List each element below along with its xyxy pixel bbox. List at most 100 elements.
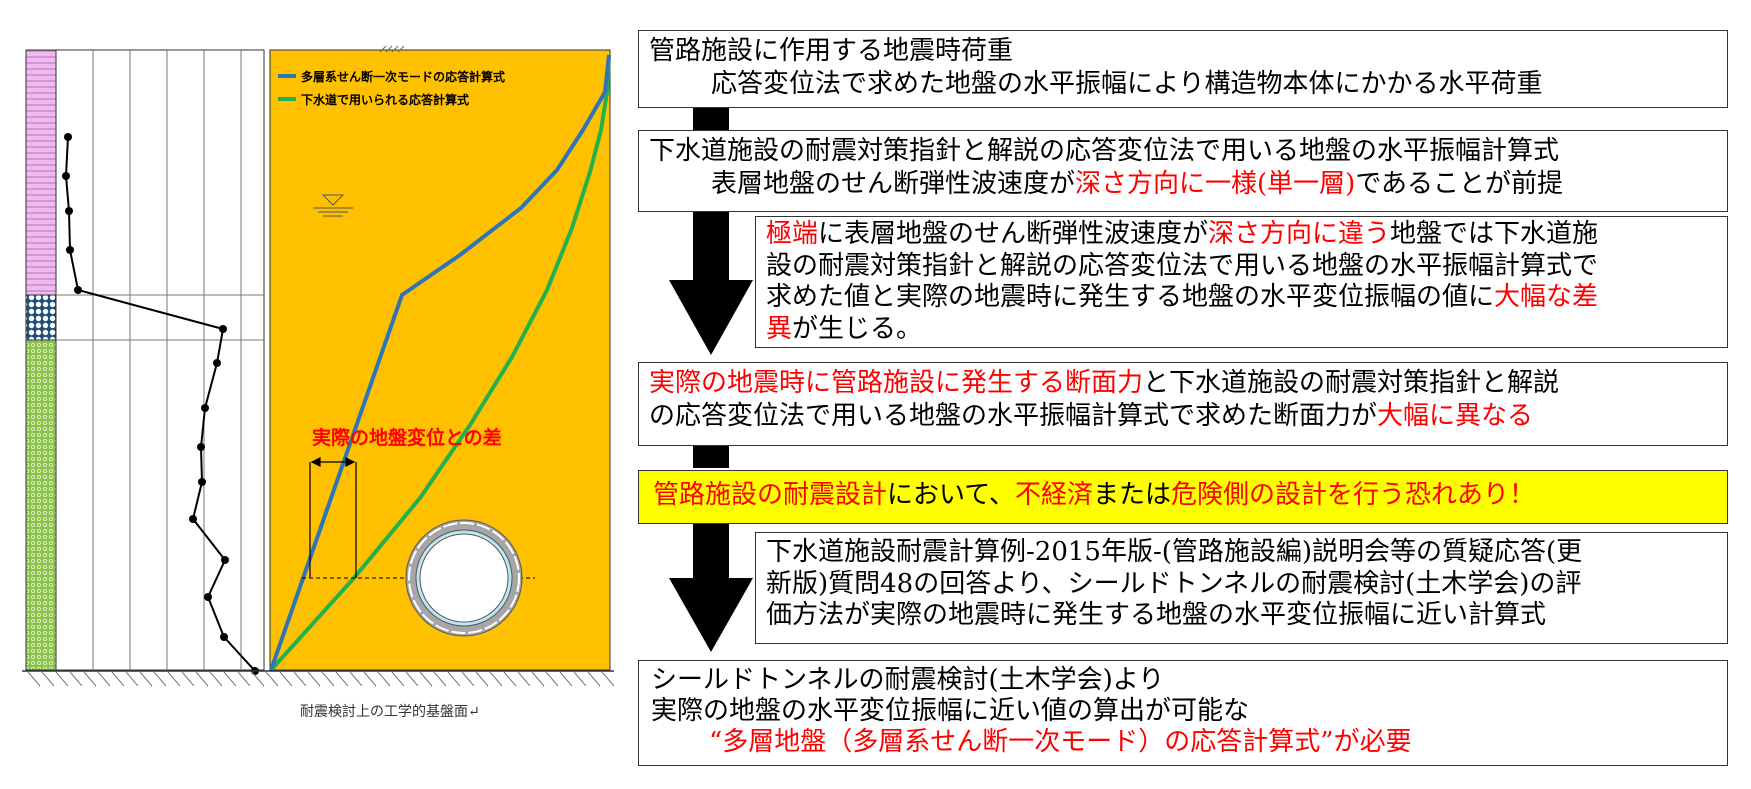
- blue-response-curve: [269, 54, 611, 671]
- base-hatch-stroke: [181, 671, 195, 687]
- base-hatch-stroke: [531, 671, 545, 687]
- box4-line1: 実際の地震時に管路施設に発生する断面力と下水道施設の耐震対策指針と解説: [649, 367, 1717, 400]
- base-hatch-stroke: [251, 671, 265, 687]
- base-label: 耐震検討上の工学的基盤面↵: [300, 703, 480, 720]
- base-hatch-stroke: [349, 671, 363, 687]
- box1-line1: 管路施設に作用する地震時荷重: [649, 36, 1014, 66]
- base-hatch-stroke: [195, 671, 209, 687]
- base-hatch-stroke: [223, 671, 237, 687]
- base-hatch-stroke: [391, 671, 405, 687]
- down-arrow-2: [669, 524, 753, 652]
- box2-text-a: 表層地盤のせん断弾性波速度が: [711, 168, 1076, 199]
- base-hatch-stroke: [419, 671, 433, 687]
- base-hatch-stroke: [517, 671, 531, 687]
- legend-blue-label: 多層系せん断一次モードの応答計算式: [301, 69, 505, 84]
- velocity-profile-points: [62, 133, 259, 675]
- base-hatch-stroke: [55, 671, 69, 687]
- box3-text-1d: 地盤では下水道施: [1390, 219, 1599, 249]
- box3-text-3a: 求めた値と実際の地震時に発生する地盤の水平変位振幅の値に: [766, 282, 1495, 313]
- box2-line2: 表層地盤のせん断弾性波速度が深さ方向に一様(単一層)であることが前提: [649, 168, 1717, 201]
- base-hatch-stroke: [83, 671, 97, 687]
- box-risk-warning: 管路施設の耐震設計において、不経済または危険側の設計を行う恐れあり！: [638, 470, 1728, 524]
- legend-green-label: 下水道で用いられる応答計算式: [301, 92, 469, 107]
- box3-line3: 求めた値と実際の地震時に発生する地盤の水平変位振幅の値に大幅な差: [766, 282, 1717, 314]
- soil-layer-lower: [25, 339, 57, 671]
- base-hatch-stroke: [279, 671, 293, 687]
- base-hatch-stroke: [601, 671, 615, 687]
- base-hatch-stroke: [377, 671, 391, 687]
- box3-text-3b: 大幅な差: [1494, 282, 1599, 313]
- base-hatch-stroke: [433, 671, 447, 687]
- base-hatch-stroke: [41, 671, 55, 687]
- box3-text-1c: 深さ方向に違う: [1208, 219, 1391, 249]
- box5-text-d: または: [1092, 480, 1171, 510]
- box6-line3: 価方法が実際の地震時に発生する地盤の水平変位振幅に近い計算式: [766, 600, 1547, 631]
- base-hatch: [27, 671, 615, 687]
- diff-label: 実際の地盤変位との差: [312, 426, 502, 449]
- box5-text-b: において、: [887, 480, 1015, 510]
- base-hatch-stroke: [545, 671, 559, 687]
- box-discrepancy: 極端に表層地盤のせん断弾性波速度が深さ方向に違う地盤では下水道施 設の耐震対策指…: [755, 216, 1728, 348]
- box3-line2: 設の耐震対策指針と解説の応答変位法で用いる地盤の水平振幅計算式で: [766, 250, 1599, 281]
- base-hatch-stroke: [153, 671, 167, 687]
- box7-line1: シールドトンネルの耐震検討(土木学会)より: [651, 665, 1165, 695]
- box5-text-c: 不経済: [1014, 480, 1093, 510]
- box4-text-1a: 実際の地震時に管路施設に発生する断面力: [649, 368, 1144, 398]
- base-hatch-stroke: [139, 671, 153, 687]
- base-hatch-stroke: [167, 671, 181, 687]
- box3-line4: 異が生じる。: [766, 314, 1717, 346]
- diff-dimension: [309, 457, 357, 578]
- box4-text-2a: の応答変位法で用いる地盤の水平振幅計算式で求めた断面力が: [649, 400, 1378, 431]
- box7-line2: 実際の地盤の水平変位振幅に近い値の算出が可能な: [651, 696, 1250, 727]
- box4-text-2b: 大幅に異なる: [1377, 400, 1534, 431]
- box-section-force: 実際の地震時に管路施設に発生する断面力と下水道施設の耐震対策指針と解説 の応答変…: [638, 362, 1728, 446]
- ground-response-figure: 多層系せん断一次モードの応答計算式 下水道で用いられる応答計算式 実際の地盤変位…: [22, 45, 615, 720]
- box2-text-c: であることが前提: [1355, 168, 1564, 199]
- base-hatch-stroke: [111, 671, 125, 687]
- base-hatch-stroke: [125, 671, 139, 687]
- box4-text-1b: と下水道施設の耐震対策指針と解説: [1143, 368, 1560, 398]
- box2-line1: 下水道施設の耐震対策指針と解説の応答変位法で用いる地盤の水平振幅計算式: [649, 136, 1560, 166]
- box6-line1: 下水道施設耐震計算例-2015年版-(管路施設編)説明会等の質疑応答(更: [766, 537, 1583, 567]
- water-level-icon: [313, 194, 353, 217]
- soil-layer-sand: [25, 294, 57, 341]
- box4-line2: の応答変位法で用いる地盤の水平振幅計算式で求めた断面力が大幅に異なる: [649, 400, 1717, 433]
- base-hatch-stroke: [489, 671, 503, 687]
- box7-line3: “多層地盤（多層系せん断一次モード）の応答計算式”が必要: [709, 727, 1412, 758]
- box2-text-b: 深さ方向に一様(単一層): [1075, 168, 1356, 199]
- base-hatch-stroke: [69, 671, 83, 687]
- base-hatch-stroke: [461, 671, 475, 687]
- box-seismic-load: 管路施設に作用する地震時荷重 応答変位法で求めた地盤の水平振幅により構造物本体に…: [638, 30, 1728, 108]
- ground-surface-hatch: [379, 45, 405, 53]
- box3-text-4b: が生じる。: [792, 314, 923, 345]
- flow-arrows: [669, 108, 753, 652]
- base-hatch-stroke: [559, 671, 573, 687]
- base-hatch-stroke: [237, 671, 251, 687]
- base-hatch-stroke: [475, 671, 489, 687]
- base-hatch-stroke: [447, 671, 461, 687]
- box-reference: 下水道施設耐震計算例-2015年版-(管路施設編)説明会等の質疑応答(更 新版)…: [755, 532, 1728, 644]
- connector-1: [693, 108, 729, 130]
- box3-line1: 極端に表層地盤のせん断弾性波速度が深さ方向に違う地盤では下水道施: [766, 219, 1717, 251]
- pipe-section-icon: [405, 519, 523, 637]
- box5-line: 管路施設の耐震設計において、不経済または危険側の設計を行う恐れあり！: [653, 479, 1713, 512]
- base-hatch-stroke: [363, 671, 377, 687]
- base-hatch-stroke: [265, 671, 279, 687]
- box5-text-e: 危険側の設計を行う恐れあり！: [1170, 480, 1535, 510]
- base-hatch-stroke: [293, 671, 307, 687]
- box5-text-a: 管路施設の耐震設計: [653, 480, 888, 510]
- base-hatch-stroke: [97, 671, 111, 687]
- box3-text-1b: に表層地盤のせん断弾性波速度が: [818, 219, 1209, 249]
- base-hatch-stroke: [321, 671, 335, 687]
- base-hatch-stroke: [307, 671, 321, 687]
- box3-text-1a: 極端: [766, 219, 819, 249]
- base-hatch-stroke: [503, 671, 517, 687]
- soil-layer-upper: [25, 49, 57, 296]
- base-hatch-stroke: [587, 671, 601, 687]
- profile-grid: [55, 49, 265, 671]
- box-conclusion: シールドトンネルの耐震検討(土木学会)より 実際の地盤の水平変位振幅に近い値の算…: [638, 660, 1728, 766]
- base-hatch-stroke: [573, 671, 587, 687]
- base-hatch-stroke: [405, 671, 419, 687]
- box1-line2: 応答変位法で求めた地盤の水平振幅により構造物本体にかかる水平荷重: [711, 68, 1543, 99]
- box6-line2: 新版)質問48の回答より、シールドトンネルの耐震検討(土木学会)の評: [766, 568, 1582, 599]
